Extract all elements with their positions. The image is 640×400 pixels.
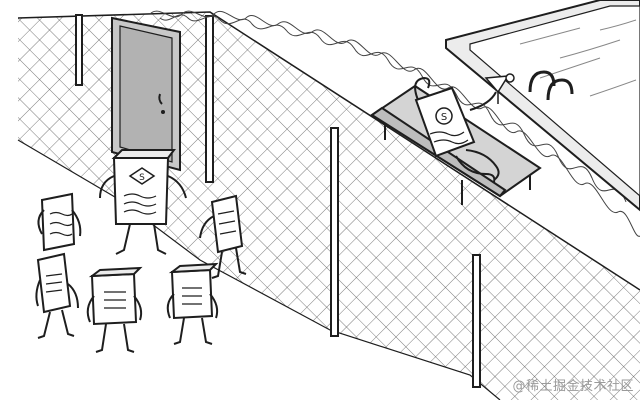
relaxing-character: S [414,73,515,183]
swimming-pool [445,0,640,212]
boss-character: S [99,149,187,255]
fence-posts [75,14,481,388]
fence-post [75,14,83,86]
fence-post [472,254,481,388]
worker-character [35,252,79,339]
watermark-text: @稀土掘金技术社区 [512,379,634,394]
worker-character [86,266,143,353]
worker-character [37,192,82,252]
fence-post [205,15,214,183]
boss-emblem: S [139,173,145,183]
relaxing-emblem: S [441,112,447,123]
worker-character [166,262,219,345]
barbed-wire-icon [149,10,640,237]
door-icon [111,16,181,172]
worker-character [199,194,247,279]
pool-ladder-icon [528,70,574,101]
fence-post [330,127,339,337]
cocktail-glass-icon [484,73,515,104]
